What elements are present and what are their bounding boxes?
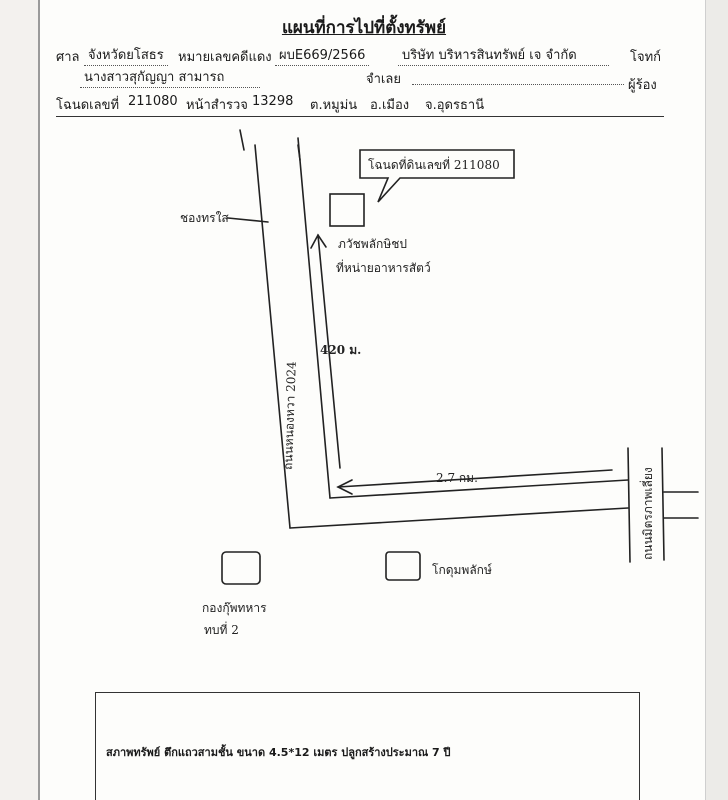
deed-label: โฉนดเลขที่ xyxy=(56,98,120,113)
right-road-left xyxy=(627,447,631,563)
right-road-right xyxy=(661,447,665,561)
landmark-top-left: ชองทรใส xyxy=(180,211,229,225)
side-street xyxy=(227,217,269,223)
survey-value: 13298 xyxy=(252,94,294,109)
road-stub xyxy=(239,129,245,151)
court-value: จังหวัดยโสธร xyxy=(84,44,168,66)
survey-label: หน้าสำรวจ xyxy=(186,98,248,113)
landmark-bottom-left-2: ทบที่ 2 xyxy=(204,621,239,637)
plaintiff-value: บริษัท บริหารสินทรัพย์ เจ จำกัด xyxy=(398,44,609,66)
case-field: ผบE669/2566 xyxy=(275,44,370,66)
property-label-2: ที่หน่ายอาหารสัตว์ xyxy=(336,259,431,275)
subdistrict: ต.หมูม่น xyxy=(310,98,358,113)
defendant-value: นางสาวสุกัญญา สามารถ xyxy=(80,66,261,88)
arrow-horizontal xyxy=(337,469,613,488)
landmark-bottom-left-1: กองกุ๊พทหาร xyxy=(202,601,267,616)
road-edge-top xyxy=(329,479,629,499)
arrow-horizontal-head xyxy=(336,479,353,495)
road-edge-left xyxy=(254,144,291,529)
deed-value: 211080 xyxy=(128,94,178,109)
page-edge xyxy=(705,0,728,800)
province: จ.อุดรธานี xyxy=(425,98,485,113)
road-stub xyxy=(297,144,301,161)
district: อ.เมือง xyxy=(370,98,410,113)
document-sheet xyxy=(38,0,708,800)
distance-vertical: 420 ม. xyxy=(320,343,361,357)
applicant-line xyxy=(412,84,624,85)
page-title: แผนที่การไปที่ตั้งทรัพย์ xyxy=(281,18,447,38)
applicant-label: ผู้ร้อง xyxy=(628,78,657,93)
landmark-bottom-right: โกดุมพลักษ์ xyxy=(432,563,492,578)
callout-bubble xyxy=(359,149,515,203)
plaintiff-label: โจทก์ xyxy=(630,50,662,65)
distance-horizontal: 2.7 กม. xyxy=(436,471,478,485)
arrow-vertical xyxy=(317,234,341,469)
description-box: สภาพทรัพย์ ตึกแถวสามชั้น ขนาด 4.5*12 เมต… xyxy=(95,692,640,800)
arrow-vertical-head xyxy=(310,233,327,249)
road-edge-right xyxy=(297,137,331,499)
defendant-label: จำเลย xyxy=(366,72,401,87)
landmark-square-left xyxy=(221,551,261,585)
plaintiff-field: บริษัท บริหารสินทรัพย์ เจ จำกัด xyxy=(398,44,609,66)
defendant-field: นางสาวสุกัญญา สามารถ xyxy=(80,66,261,88)
road-name: ถนนหนองหวา 2024 xyxy=(281,361,299,470)
court-label: ศาล xyxy=(56,50,80,65)
right-road-name: ถนนมิตรภาพเลี่ยง xyxy=(639,467,655,560)
road-edge-bottom xyxy=(289,507,629,529)
header-rule xyxy=(56,116,664,117)
case-value: ผบE669/2566 xyxy=(275,44,370,66)
property-description: สภาพทรัพย์ ตึกแถวสามชั้น ขนาด 4.5*12 เมต… xyxy=(106,746,451,759)
property-square xyxy=(329,193,365,227)
landmark-square-right xyxy=(385,551,421,581)
court-field: จังหวัดยโสธร xyxy=(84,44,168,66)
case-label: หมายเลขคดีแดง xyxy=(178,50,272,65)
callout-text: โฉนดที่ดินเลขที่ 211080 xyxy=(368,156,500,172)
property-label-1: ภวัชพลักษิชป xyxy=(338,237,407,251)
